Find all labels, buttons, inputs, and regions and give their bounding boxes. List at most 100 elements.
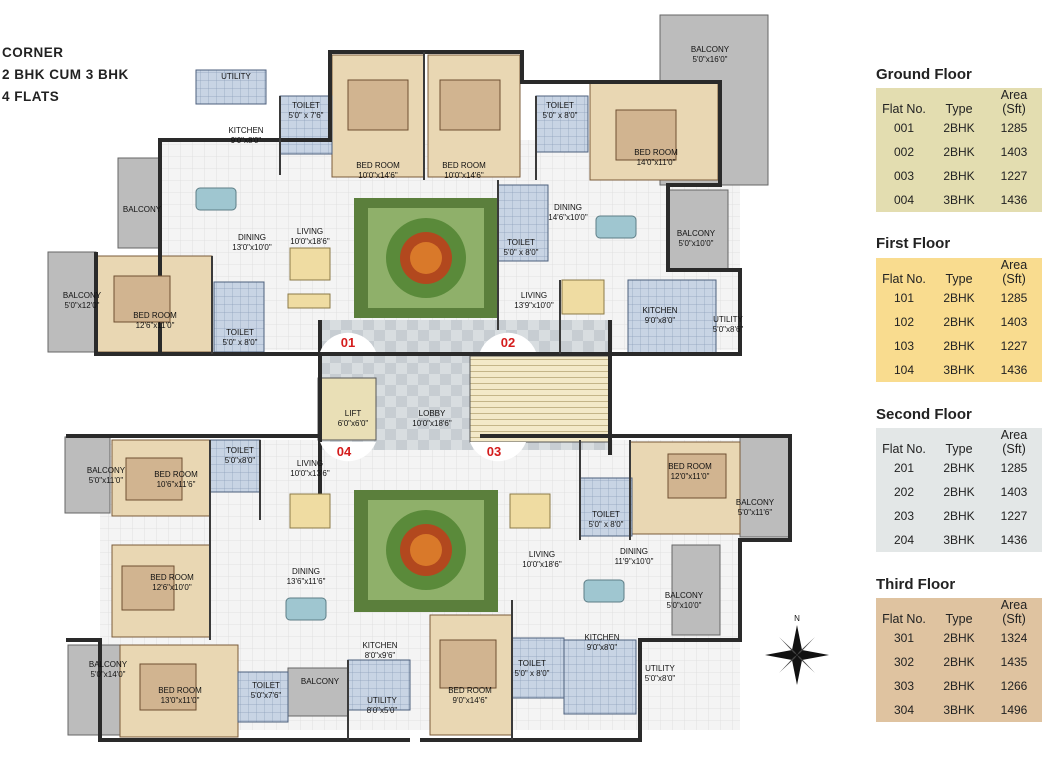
header-area-line2: (Sft) xyxy=(1002,442,1026,456)
room-dimension-utility-03: 5'0"x8'0" xyxy=(645,674,676,683)
flat-no-cell: 002 xyxy=(893,145,915,159)
flat-no-cell: 001 xyxy=(893,121,915,135)
area-cell: 1285 xyxy=(1000,121,1028,135)
ground-floor-title: Ground Floor xyxy=(876,66,972,83)
room-dimension-bed-03b: 9'0"x14'6" xyxy=(453,696,488,705)
room-name-bed-03a: BED ROOM xyxy=(668,462,712,471)
flat-no-cell: 104 xyxy=(893,363,915,377)
room-name-dining-04: DINING xyxy=(292,567,320,576)
header-area-line1: Area xyxy=(1000,598,1028,612)
partition-walls xyxy=(209,52,631,740)
room-dimension-dining-04: 13'6"x11'6" xyxy=(287,577,326,586)
room-dimension-toilet-02b: 5'0" x 8'0" xyxy=(504,248,539,257)
header-flat-no: Flat No. xyxy=(882,102,926,116)
room-name-bed-04a: BED ROOM xyxy=(154,470,198,479)
north-compass-icon: N xyxy=(765,614,829,685)
room-dimension-toilet-01b: 5'0" x 8'0" xyxy=(223,338,258,347)
room-dimension-bed-04a: 10'6"x11'6" xyxy=(157,480,196,489)
header-area-line1: Area xyxy=(1000,258,1028,272)
type-cell: 2BHK xyxy=(943,339,975,353)
header-flat-no: Flat No. xyxy=(882,272,926,286)
type-cell: 2BHK xyxy=(943,169,975,183)
room-dimension-kitchen-02: 9'0"x8'0" xyxy=(645,316,676,325)
room-name-bed-04c: BED ROOM xyxy=(158,686,202,695)
header-area: Area(Sft) xyxy=(986,428,1042,456)
room-dimension-toilet-03b: 5'0" x 8'0" xyxy=(515,669,550,678)
flat-number-04: 04 xyxy=(337,444,352,459)
heading-line-3: 4 FLATS xyxy=(2,89,60,104)
room-name-bed-04b: BED ROOM xyxy=(150,573,194,582)
plan-heading: CORNER 2 BHK CUM 3 BHK 4 FLATS xyxy=(2,42,129,108)
flat-no-cell: 003 xyxy=(893,169,915,183)
heading-line-2: 2 BHK CUM 3 BHK xyxy=(2,67,129,82)
room-name-balcony-02b: BALCONY xyxy=(677,229,716,238)
header-area: Area(Sft) xyxy=(986,598,1042,626)
room-dimension-bed-02b: 14'0"x11'0" xyxy=(637,158,676,167)
first-floor-title: First Floor xyxy=(876,235,951,252)
room-dimension-utility-04: 8'0"x5'0" xyxy=(367,706,398,715)
room-dimension-bed-01b: 12'6"x11'0" xyxy=(136,321,175,330)
room-dimension-living-01: 10'0"x18'6" xyxy=(290,237,330,246)
room-name-living-02: LIVING xyxy=(521,291,547,300)
beds xyxy=(113,79,727,711)
room-dimension-bed-01a: 10'0"x14'6" xyxy=(358,171,398,180)
room-dimension-kitchen-04: 8'0"x9'6" xyxy=(365,651,396,660)
type-cell: 2BHK xyxy=(943,145,975,159)
table-row: 002 2BHK 1403 xyxy=(876,140,1042,164)
type-cell: 2BHK xyxy=(943,485,975,499)
room-name-toilet-01b: TOILET xyxy=(226,328,254,337)
room-dimension-living-04: 10'0"x13'6" xyxy=(290,469,330,478)
room-name-lift: LIFT xyxy=(345,409,362,418)
flat-no-cell: 303 xyxy=(893,679,915,693)
room-name-toilet-04b: TOILET xyxy=(252,681,280,690)
room-name-toilet-04a: TOILET xyxy=(226,446,254,455)
flat-number-markers: 01 02 04 03 xyxy=(320,332,536,462)
area-cell: 1435 xyxy=(1000,655,1028,669)
type-cell: 2BHK xyxy=(943,121,975,135)
room-name-kitchen-03: KITCHEN xyxy=(584,633,619,642)
room-dimension-bed-02a: 10'0"x14'6" xyxy=(444,171,484,180)
area-cell: 1403 xyxy=(1000,145,1028,159)
heading-line-1: CORNER xyxy=(2,45,64,60)
flat-no-cell: 304 xyxy=(893,703,915,717)
room-dimension-toilet-01a: 5'0" x 7'6" xyxy=(289,111,324,120)
room-name-bed-01a: BED ROOM xyxy=(356,161,400,170)
room-dimension-balcony-04a: 5'0"x11'0" xyxy=(89,476,124,485)
table-row: 001 2BHK 1285 xyxy=(876,116,1042,140)
header-type: Type xyxy=(945,612,973,626)
room-dimension-balcony-04b: 5'0"x14'0" xyxy=(91,670,126,679)
room-name-balcony-04c: BALCONY xyxy=(301,677,340,686)
room-dimension-toilet-04b: 5'0"x7'6" xyxy=(251,691,282,700)
header-type: Type xyxy=(945,272,973,286)
room-dimension-dining-02: 14'6"x10'0" xyxy=(548,213,588,222)
flat-no-cell: 204 xyxy=(893,533,915,547)
room-dimension-kitchen-01: 9'0"x8'0" xyxy=(231,136,262,145)
room-dimension-kitchen-03: 9'0"x8'0" xyxy=(587,643,618,652)
room-dimension-bed-04b: 12'6"x10'0" xyxy=(152,583,192,592)
flat-no-cell: 004 xyxy=(893,193,915,207)
type-cell: 2BHK xyxy=(943,509,975,523)
area-cell: 1403 xyxy=(1000,315,1028,329)
type-cell: 2BHK xyxy=(943,461,975,475)
header-area-line2: (Sft) xyxy=(1002,612,1026,626)
header-type: Type xyxy=(945,442,973,456)
room-dimension-lift: 6'0"x6'0" xyxy=(338,419,369,428)
area-cell: 1436 xyxy=(1000,193,1028,207)
type-cell: 3BHK xyxy=(943,533,975,547)
compass-north-label: N xyxy=(794,614,800,623)
type-cell: 2BHK xyxy=(943,679,975,693)
header-flat-no: Flat No. xyxy=(882,612,926,626)
lift-shaft xyxy=(317,377,377,441)
flat-no-cell: 202 xyxy=(893,485,915,499)
flat-no-cell: 302 xyxy=(893,655,915,669)
flat-number-01: 01 xyxy=(341,335,355,350)
room-name-dining-02: DINING xyxy=(554,203,582,212)
room-dimension-utility-02: 5'0"x8'6" xyxy=(713,325,744,334)
